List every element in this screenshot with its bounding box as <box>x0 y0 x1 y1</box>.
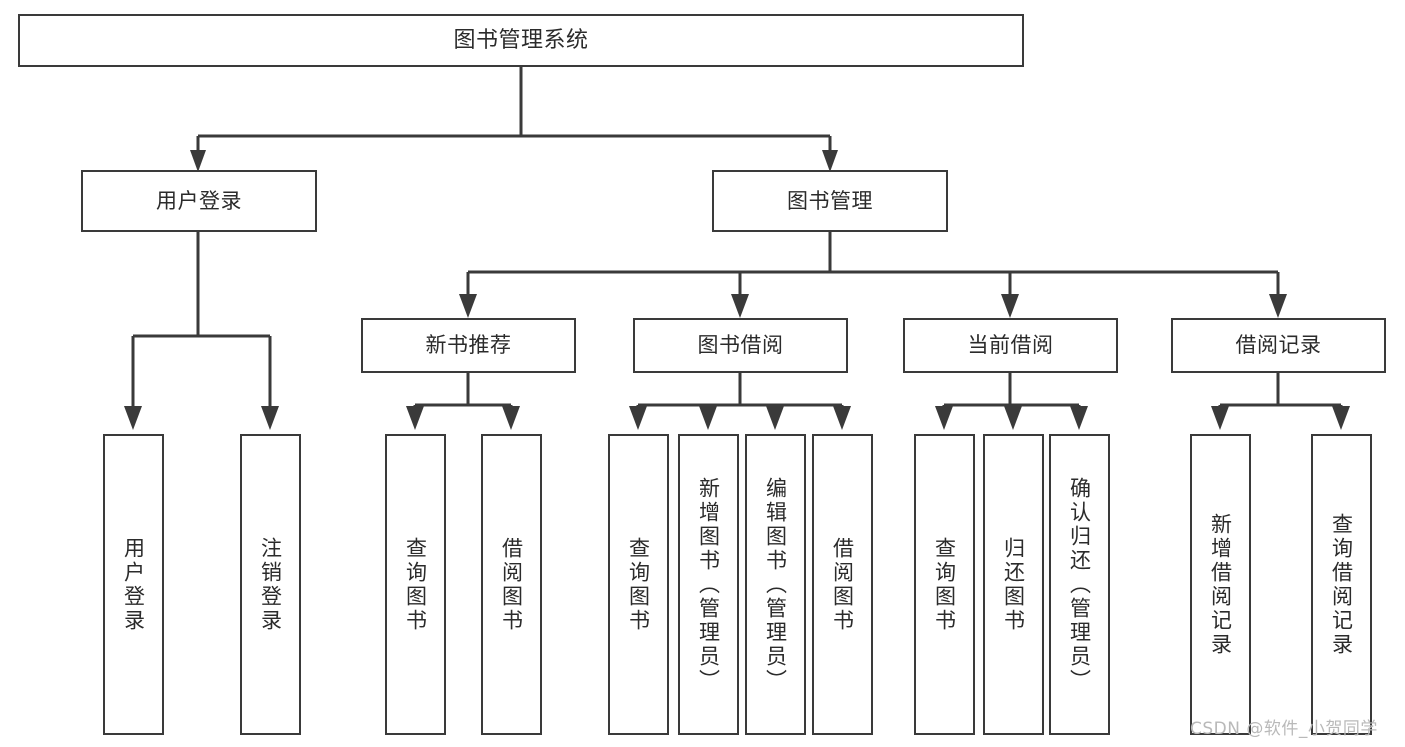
node-label: 确认归还（管理员） <box>1067 476 1092 693</box>
node-label: 图书管理 <box>787 188 873 213</box>
node-current-borrow[interactable]: 当前借阅 <box>903 318 1118 373</box>
node-label: 用户登录 <box>156 188 242 213</box>
leaf-borrow-record-add-record[interactable]: 新增借阅记录 <box>1190 434 1251 735</box>
node-label: 新书推荐 <box>425 333 512 358</box>
leaf-current-borrow-confirm-return-admin[interactable]: 确认归还（管理员） <box>1049 434 1110 735</box>
node-label: 注销登录 <box>258 536 283 633</box>
node-book-borrow[interactable]: 图书借阅 <box>633 318 848 373</box>
node-label: 查询图书 <box>403 536 428 633</box>
leaf-borrow-record-query-record[interactable]: 查询借阅记录 <box>1311 434 1372 735</box>
watermark-text: CSDN @软件_小贺同学 <box>1190 719 1378 739</box>
leaf-book-borrow-edit-book-admin[interactable]: 编辑图书（管理员） <box>745 434 806 735</box>
node-label: 图书管理系统 <box>453 27 589 53</box>
node-label: 查询图书 <box>932 536 957 633</box>
leaf-user-login-login[interactable]: 用户登录 <box>103 434 164 735</box>
leaf-book-borrow-borrow-book[interactable]: 借阅图书 <box>812 434 873 735</box>
leaf-new-book-borrow-book[interactable]: 借阅图书 <box>481 434 542 735</box>
node-label: 归还图书 <box>1001 536 1026 633</box>
node-user-login[interactable]: 用户登录 <box>81 170 317 232</box>
node-label: 用户登录 <box>121 536 146 633</box>
leaf-book-borrow-add-book-admin[interactable]: 新增图书（管理员） <box>678 434 739 735</box>
leaf-new-book-query-book[interactable]: 查询图书 <box>385 434 446 735</box>
node-borrow-record[interactable]: 借阅记录 <box>1171 318 1386 373</box>
node-label: 借阅图书 <box>830 536 855 633</box>
node-label: 借阅记录 <box>1235 333 1322 358</box>
leaf-current-borrow-query-book[interactable]: 查询图书 <box>914 434 975 735</box>
node-label: 查询借阅记录 <box>1329 512 1354 657</box>
leaf-user-login-logout[interactable]: 注销登录 <box>240 434 301 735</box>
node-root-book-management-system[interactable]: 图书管理系统 <box>18 14 1024 67</box>
leaf-current-borrow-return-book[interactable]: 归还图书 <box>983 434 1044 735</box>
node-label: 查询图书 <box>626 536 651 633</box>
node-book-management[interactable]: 图书管理 <box>712 170 948 232</box>
node-label: 借阅图书 <box>499 536 524 633</box>
node-label: 图书借阅 <box>697 333 784 358</box>
node-label: 当前借阅 <box>967 333 1054 358</box>
leaf-book-borrow-query-book[interactable]: 查询图书 <box>608 434 669 735</box>
node-label: 新增借阅记录 <box>1208 512 1233 657</box>
node-label: 编辑图书（管理员） <box>763 476 788 693</box>
node-label: 新增图书（管理员） <box>696 476 721 693</box>
node-new-book-recommend[interactable]: 新书推荐 <box>361 318 576 373</box>
